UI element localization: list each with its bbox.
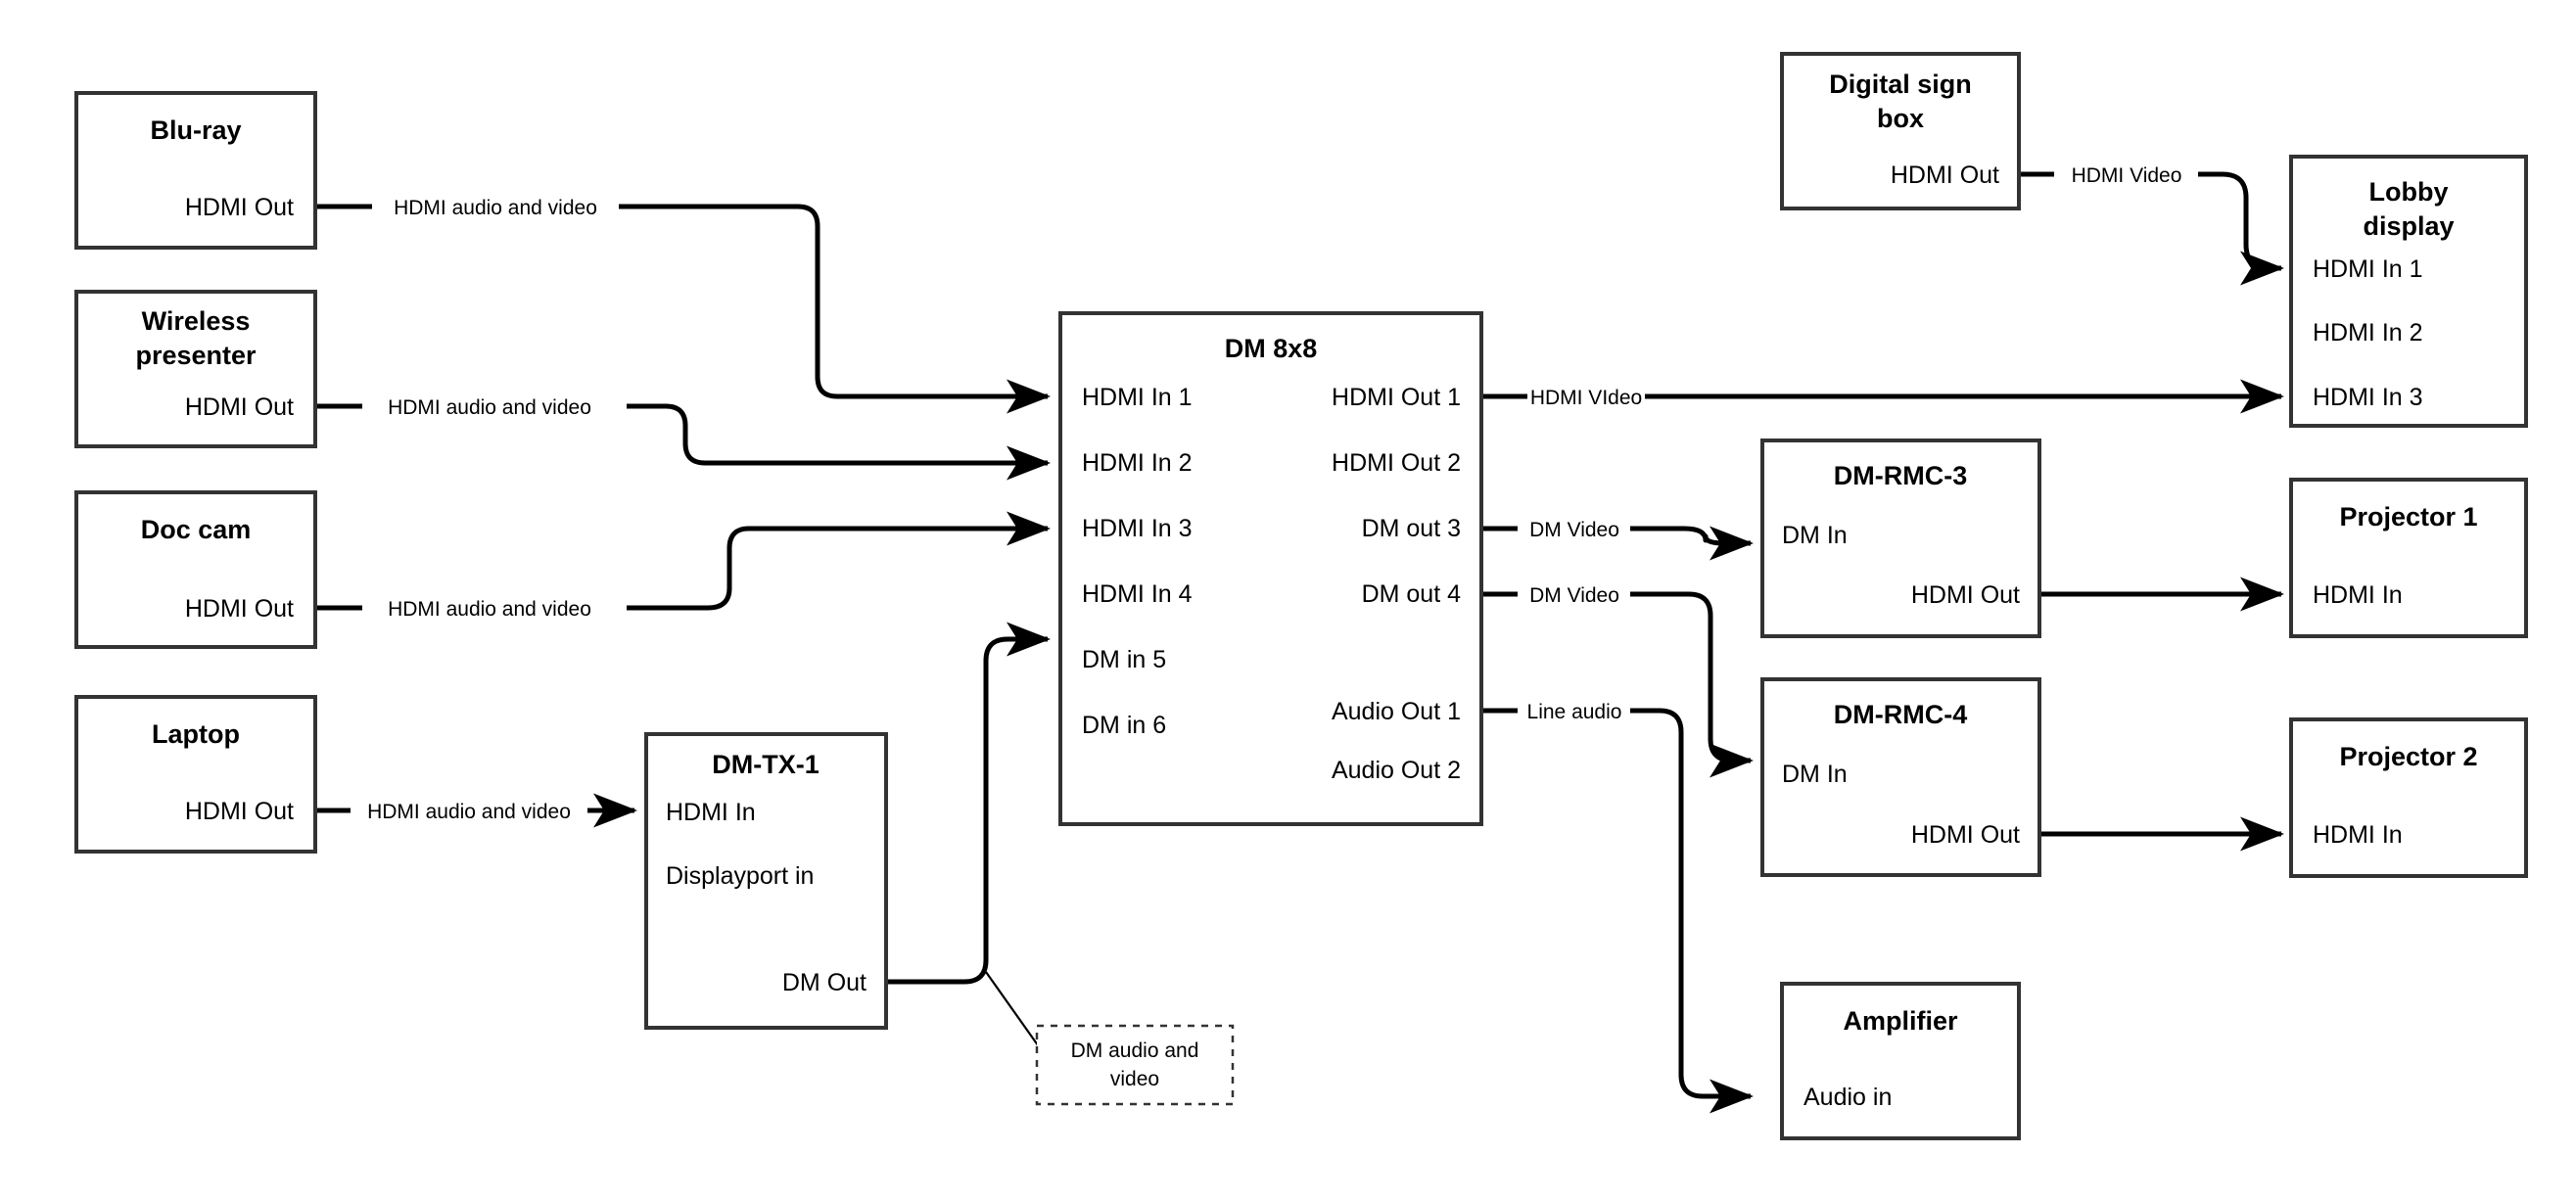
node-dm-rmc-4[interactable]: DM-RMC-4 DM In HDMI Out — [1760, 677, 2041, 877]
node-doc-cam[interactable]: Doc cam HDMI Out — [74, 490, 317, 649]
node-wireless-presenter-box[interactable] — [74, 290, 317, 448]
port-digital-sign-box-hdmi-out: HDMI Out — [1891, 162, 1999, 189]
node-projector-2[interactable]: Projector 2 HDMI In — [2289, 717, 2528, 878]
port-dm-rmc-3-hdmi-out: HDMI Out — [1911, 581, 2020, 609]
node-digital-sign-box-title-line2: box — [1877, 104, 1924, 133]
node-dm-8x8-title: DM 8x8 — [1225, 334, 1318, 363]
node-lobby-display[interactable]: Lobby display HDMI In 1 HDMI In 2 HDMI I… — [2289, 155, 2528, 428]
edge-label-dm-out1: HDMI VIdeo — [1530, 387, 1642, 409]
port-dm-tx-1-displayport-in: Displayport in — [666, 862, 814, 890]
port-blu-ray-hdmi-out: HDMI Out — [185, 194, 294, 221]
port-dm-8x8-dm-out-4: DM out 4 — [1362, 580, 1462, 608]
edge-laptop-to-dmtx: HDMI audio and video — [315, 793, 638, 828]
port-dm-8x8-dm-in-6: DM in 6 — [1082, 712, 1166, 739]
port-dm-8x8-hdmi-out-2: HDMI Out 2 — [1332, 449, 1461, 477]
edge-label-signbox: HDMI Video — [2072, 164, 2182, 187]
port-doc-cam-hdmi-out: HDMI Out — [185, 595, 294, 623]
node-blu-ray-box[interactable] — [74, 91, 317, 250]
port-dm-8x8-audio-out-2: Audio Out 2 — [1332, 757, 1461, 784]
edge-signbox-to-lobby-in1: HDMI Video — [2019, 164, 2285, 286]
node-amplifier-box[interactable] — [1780, 982, 2021, 1140]
port-dm-rmc-4-dm-in: DM In — [1782, 761, 1848, 788]
node-dm-rmc-3-title: DM-RMC-3 — [1834, 461, 1967, 490]
node-blu-ray[interactable]: Blu-ray HDMI Out — [74, 91, 317, 250]
edge-dm-out3-to-rmc3: DM Video — [1481, 519, 1755, 561]
edge-dmtx-to-dm-in5 — [886, 622, 1052, 1060]
node-digital-sign-box-title-line1: Digital sign — [1829, 69, 1972, 99]
port-dm-8x8-dm-out-3: DM out 3 — [1362, 515, 1461, 542]
node-dm-rmc-4-box[interactable] — [1760, 677, 2041, 877]
node-projector-2-title: Projector 2 — [2339, 742, 2477, 771]
edge-label-dm-out4: DM Video — [1529, 584, 1619, 607]
node-dm-rmc-3-box[interactable] — [1760, 439, 2041, 638]
node-laptop-title: Laptop — [152, 719, 240, 749]
node-dm-8x8-box[interactable] — [1058, 311, 1483, 826]
node-doc-cam-title: Doc cam — [141, 515, 252, 544]
edge-label-dm-out3: DM Video — [1529, 519, 1619, 541]
edge-dm-out1-to-lobby-in3: HDMI VIdeo — [1481, 379, 2285, 414]
node-digital-sign-box-box[interactable] — [1780, 52, 2021, 210]
port-dm-rmc-4-hdmi-out: HDMI Out — [1911, 821, 2020, 849]
edge-label-laptop: HDMI audio and video — [367, 801, 571, 823]
note-dm-audio-and-video-line2: video — [1110, 1068, 1159, 1090]
note-dm-audio-and-video: DM audio and video — [1035, 1024, 1235, 1106]
port-projector-1-hdmi-in: HDMI In — [2313, 581, 2403, 609]
port-laptop-hdmi-out: HDMI Out — [185, 798, 294, 825]
node-laptop[interactable]: Laptop HDMI Out — [74, 695, 317, 854]
port-lobby-display-hdmi-in-1: HDMI In 1 — [2313, 255, 2423, 283]
node-projector-2-box[interactable] — [2289, 717, 2528, 878]
edge-label-bluray: HDMI audio and video — [394, 197, 597, 219]
node-doc-cam-box[interactable] — [74, 490, 317, 649]
edge-audio-out1-to-amp: Line audio — [1481, 701, 1755, 1114]
node-lobby-display-box[interactable] — [2289, 155, 2528, 428]
node-dm-tx-1-title: DM-TX-1 — [712, 750, 820, 779]
port-dm-8x8-hdmi-in-2: HDMI In 2 — [1082, 449, 1193, 477]
node-wireless-presenter-title-line2: presenter — [135, 341, 257, 370]
port-dm-8x8-hdmi-in-4: HDMI In 4 — [1082, 580, 1193, 608]
port-dm-rmc-3-dm-in: DM In — [1782, 522, 1848, 549]
port-dm-8x8-dm-in-5: DM in 5 — [1082, 646, 1166, 673]
node-amplifier-title: Amplifier — [1843, 1006, 1958, 1036]
node-dm-rmc-4-title: DM-RMC-4 — [1834, 700, 1967, 729]
port-projector-2-hdmi-in: HDMI In — [2313, 821, 2403, 849]
node-blu-ray-title: Blu-ray — [150, 115, 241, 145]
port-dm-8x8-hdmi-out-1: HDMI Out 1 — [1332, 384, 1461, 411]
node-projector-1-box[interactable] — [2289, 478, 2528, 638]
port-lobby-display-hdmi-in-3: HDMI In 3 — [2313, 384, 2423, 411]
edge-dm-out4-to-rmc4: DM Video — [1481, 584, 1755, 778]
port-amplifier-audio-in: Audio in — [1803, 1084, 1892, 1111]
node-projector-1-title: Projector 1 — [2339, 502, 2477, 531]
port-wireless-presenter-hdmi-out: HDMI Out — [185, 393, 294, 421]
port-dm-tx-1-hdmi-in: HDMI In — [666, 799, 756, 826]
node-amplifier[interactable]: Amplifier Audio in — [1780, 982, 2021, 1140]
edge-label-audio-out1: Line audio — [1527, 701, 1622, 723]
node-digital-sign-box[interactable]: Digital sign box HDMI Out — [1780, 52, 2021, 210]
port-dm-tx-1-dm-out: DM Out — [782, 969, 866, 996]
node-dm-tx-1[interactable]: DM-TX-1 HDMI In Displayport in DM Out — [644, 732, 888, 1030]
node-wireless-presenter[interactable]: Wireless presenter HDMI Out — [74, 290, 317, 448]
port-dm-8x8-hdmi-in-1: HDMI In 1 — [1082, 384, 1193, 411]
node-wireless-presenter-title-line1: Wireless — [142, 306, 251, 336]
node-laptop-box[interactable] — [74, 695, 317, 854]
note-dm-audio-and-video-box — [1035, 1024, 1235, 1106]
port-dm-8x8-hdmi-in-3: HDMI In 3 — [1082, 515, 1193, 542]
node-lobby-display-title-line1: Lobby — [2369, 177, 2449, 207]
node-dm-tx-1-box[interactable] — [644, 732, 888, 1030]
node-dm-rmc-3[interactable]: DM-RMC-3 DM In HDMI Out — [1760, 439, 2041, 638]
edge-wireless-to-dm-in2: HDMI audio and video — [315, 396, 1052, 481]
edge-bluray-to-dm-in1: HDMI audio and video — [315, 197, 1052, 414]
node-dm-8x8[interactable]: DM 8x8 HDMI In 1 HDMI In 2 HDMI In 3 HDM… — [1058, 311, 1483, 826]
node-lobby-display-title-line2: display — [2363, 211, 2454, 241]
edge-label-wireless: HDMI audio and video — [388, 396, 591, 419]
note-dm-audio-and-video-line1: DM audio and — [1071, 1039, 1199, 1062]
edge-label-doccam: HDMI audio and video — [388, 598, 591, 621]
edge-doccam-to-dm-in3: HDMI audio and video — [315, 511, 1052, 621]
node-projector-1[interactable]: Projector 1 HDMI In — [2289, 478, 2528, 638]
port-dm-8x8-audio-out-1: Audio Out 1 — [1332, 698, 1461, 725]
port-lobby-display-hdmi-in-2: HDMI In 2 — [2313, 319, 2423, 346]
